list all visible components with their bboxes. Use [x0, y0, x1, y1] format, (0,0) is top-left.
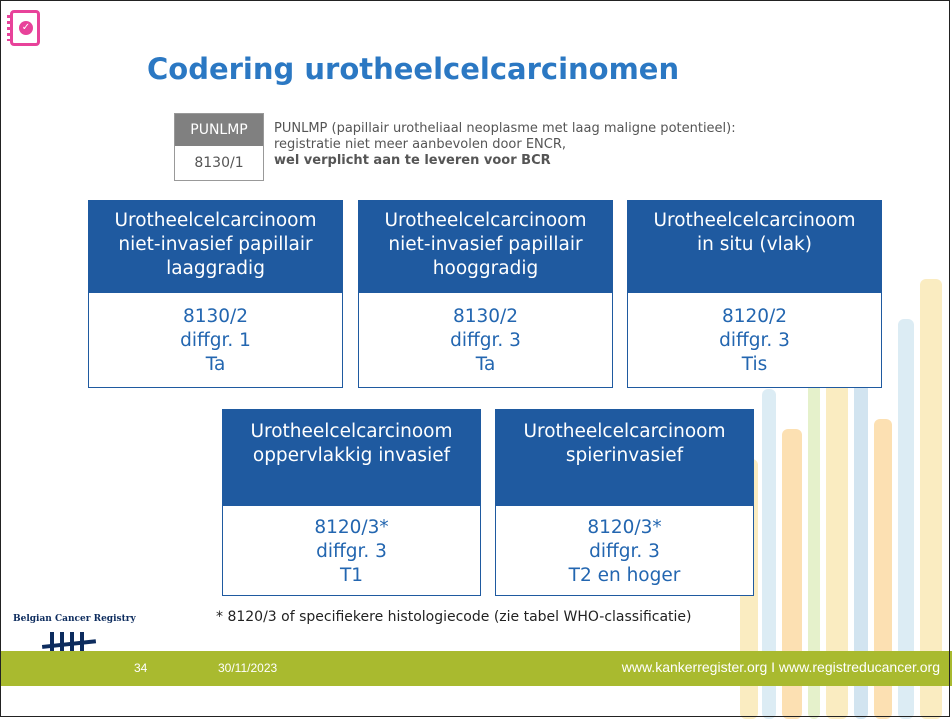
card-hooggradig: Urotheelcelcarcinoom niet-invasief papil…: [358, 200, 613, 388]
card-header: Urotheelcelcarcinoom oppervlakkig invasi…: [223, 410, 480, 506]
card-laaggradig: Urotheelcelcarcinoom niet-invasief papil…: [88, 200, 343, 388]
punlmp-line-2: registratie niet meer aanbevolen door EN…: [274, 137, 567, 152]
org-name: Belgian Cancer Registry: [13, 614, 136, 624]
page-number: 34: [134, 661, 148, 675]
checklist-icon: ✓: [7, 10, 40, 46]
punlmp-label: PUNLMP: [175, 114, 263, 146]
footer-bar: [0, 651, 952, 686]
card-body: 8120/3* diffgr. 3 T2 en hoger: [568, 517, 681, 586]
bcr-logo-icon: [41, 632, 97, 660]
card-body: 8120/3* diffgr. 3 T1: [314, 517, 389, 586]
card-body: 8130/2 diffgr. 3 Ta: [450, 306, 521, 375]
punlmp-line-3: wel verplicht aan te leveren voor BCR: [274, 153, 551, 168]
footer-urls: www.kankerregister.org I www.registreduc…: [621, 659, 940, 675]
decorative-background: [730, 250, 952, 719]
card-header: Urotheelcelcarcinoom spierinvasief: [496, 410, 753, 506]
slide-title: Codering urotheelcelcarcinomen: [147, 52, 680, 86]
punlmp-box: PUNLMP 8130/1: [174, 113, 264, 181]
punlmp-description: PUNLMP (papillair urotheliaal neoplasme …: [274, 121, 736, 169]
card-spierinvasief: Urotheelcelcarcinoom spierinvasief 8120/…: [495, 409, 754, 596]
card-header: Urotheelcelcarcinoom niet-invasief papil…: [89, 201, 342, 293]
footnote: * 8120/3 of specifiekere histologiecode …: [216, 609, 692, 625]
punlmp-line-1: PUNLMP (papillair urotheliaal neoplasme …: [274, 121, 736, 136]
footer-date: 30/11/2023: [218, 661, 278, 675]
card-header: Urotheelcelcarcinoom niet-invasief papil…: [359, 201, 612, 293]
card-body: 8130/2 diffgr. 1 Ta: [180, 306, 251, 375]
punlmp-code: 8130/1: [175, 146, 263, 180]
card-body: 8120/2 diffgr. 3 Tis: [719, 306, 790, 375]
card-header: Urotheelcelcarcinoom in situ (vlak): [628, 201, 881, 293]
card-oppervlakkig-invasief: Urotheelcelcarcinoom oppervlakkig invasi…: [222, 409, 481, 596]
card-in-situ: Urotheelcelcarcinoom in situ (vlak) 8120…: [627, 200, 882, 388]
